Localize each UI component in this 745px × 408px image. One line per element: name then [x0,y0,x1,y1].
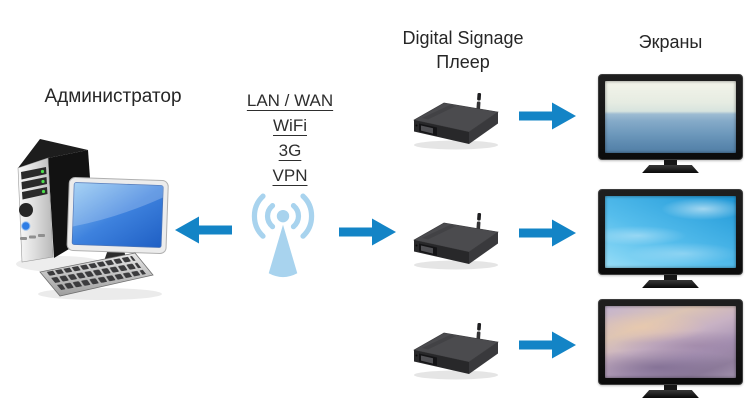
signage-player-box [410,92,502,150]
connection-label-3g: 3G [278,141,302,160]
signage-player-box [410,322,502,380]
players-title: Digital Signage Плеер [383,26,543,74]
screens-title: Экраны [638,32,703,52]
tv-stand [598,275,743,289]
tv-screen-sunset [605,306,736,378]
tv-bezel [598,189,743,275]
wifi-antenna-icon [243,192,323,286]
tv-bezel [598,299,743,385]
administrator-computer-icon [12,138,172,302]
display-screen [598,189,743,289]
arrow-network-to-player [339,217,397,247]
connection-label-vpn: VPN [272,166,308,185]
players-title-line1: Digital Signage [402,28,524,48]
players-title-line2: Плеер [436,52,490,72]
arrow-player-to-screen [519,330,577,360]
administrator-label: Администратор [44,86,182,107]
arrow-player-to-screen [519,101,577,131]
signage-player-box [410,212,502,270]
tv-bezel [598,74,743,160]
connection-types-list: LAN / WAN WiFi 3G VPN [228,88,352,188]
tv-stand [598,385,743,399]
display-screen [598,74,743,174]
connection-label-lan-wan: LAN / WAN [246,91,334,110]
connection-label-wifi: WiFi [273,116,307,135]
tv-screen-ocean [605,81,736,153]
arrow-network-to-admin [174,215,232,245]
display-screen [598,299,743,399]
arrow-player-to-screen [519,218,577,248]
tv-stand [598,160,743,174]
tv-screen-sky [605,196,736,268]
